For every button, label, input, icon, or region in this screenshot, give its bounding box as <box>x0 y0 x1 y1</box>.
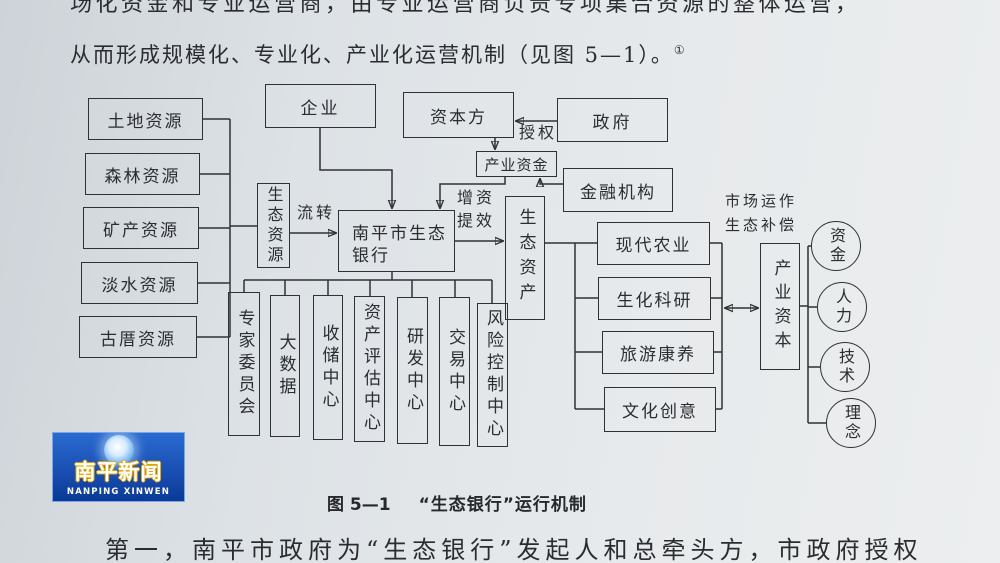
center-box-asset-valuation: 资产评估中心 <box>354 296 385 442</box>
logo-name: 南平新闻 <box>74 460 163 484</box>
government-label: 政府 <box>592 112 633 133</box>
paragraph-line-cut-top: 场化资金和专业运营商，由专业运营商负责专项集合资源的整体运营， <box>70 0 861 17</box>
factor-label: 理念 <box>842 404 861 442</box>
fund-to-bank-arrow <box>440 177 506 208</box>
center-label: 专家委员会 <box>234 309 255 419</box>
footnote-marker: ① <box>673 43 685 57</box>
factor-label: 人力 <box>833 288 852 326</box>
center-label: 资产评估中心 <box>360 303 380 435</box>
center-label: 研发中心 <box>403 326 423 415</box>
eco-bank-box: 南平市生态银行 <box>338 210 455 272</box>
eco-assets-label: 生态资产 <box>515 208 536 308</box>
eco-resources-label: 生态资源 <box>264 185 284 266</box>
center-box-expert-committee: 专家委员会 <box>228 292 260 436</box>
paragraph-line-text: 从而形成规模化、专业化、产业化运营机制（见图 5—1）。 <box>70 43 674 67</box>
financial-institution-label: 金融机构 <box>580 182 656 203</box>
enterprise-to-bank-arrow <box>319 128 392 208</box>
center-box-big-data: 大数据 <box>270 295 300 437</box>
flow-label: 流转 <box>297 203 336 222</box>
center-label: 收储中心 <box>318 323 339 412</box>
financial-institution-box: 金融机构 <box>563 168 673 212</box>
industry-label: 旅游康养 <box>620 345 696 365</box>
factor-circle-fund: 资金 <box>811 221 861 271</box>
figure-title: “生态银行”运行机制 <box>418 495 587 515</box>
center-box-trade: 交易中心 <box>439 297 470 446</box>
industry-fund-box: 产业资金 <box>476 151 557 177</box>
news-logo: 南平新闻 NANPING XINWEN <box>52 432 185 502</box>
enterprise-box: 企业 <box>265 84 376 128</box>
government-box: 政府 <box>557 98 668 142</box>
resource-box-water: 淡水资源 <box>81 262 198 304</box>
resource-label: 土地资源 <box>107 111 184 132</box>
resource-box-land: 土地资源 <box>88 98 203 140</box>
resource-box-mineral: 矿产资源 <box>83 207 199 249</box>
eco-assets-box: 生态资产 <box>505 196 545 320</box>
industry-box-biotech: 生化科研 <box>598 277 711 320</box>
finance-to-fund-arrow <box>540 179 563 184</box>
eco-resources-box: 生态资源 <box>257 183 290 268</box>
industry-box-tourism: 旅游康养 <box>602 331 714 374</box>
resource-label: 淡水资源 <box>101 275 178 296</box>
eco-bank-label: 南平市生态银行 <box>352 224 447 266</box>
eco-compensation-label: 生态补偿 <box>725 216 798 234</box>
industry-label: 现代农业 <box>615 236 692 256</box>
center-box-risk-control: 风险控制中心 <box>477 303 508 447</box>
industry-fund-label: 产业资金 <box>484 155 549 174</box>
resource-box-forest: 森林资源 <box>85 153 200 195</box>
factor-label: 资金 <box>827 227 846 265</box>
figure-caption: 图 5—1 “生态银行”运行机制 <box>327 494 587 516</box>
figure-label: 图 5—1 <box>327 495 391 515</box>
authorize-label: 授权 <box>519 123 558 142</box>
resource-box-old-house: 古厝资源 <box>79 316 197 358</box>
paragraph-line: 从而形成规模化、专业化、产业化运营机制（见图 5—1）。① <box>70 37 685 68</box>
industry-label: 文化创意 <box>622 402 698 422</box>
factor-label: 技术 <box>836 348 855 386</box>
industry-box-modern-agriculture: 现代农业 <box>597 222 710 265</box>
center-label: 风险控制中心 <box>483 309 503 441</box>
factor-circle-idea: 理念 <box>826 398 876 448</box>
logo-pinyin: NANPING XINWEN <box>66 487 171 497</box>
paragraph-line-cut-bottom: 第一，南平市政府为“生态银行”发起人和总牵头方，市政府授权 <box>105 536 923 563</box>
globe-icon <box>104 435 134 465</box>
enterprise-label: 企业 <box>300 98 341 119</box>
industry-capital-label: 产业资本 <box>770 258 791 355</box>
resource-label: 森林资源 <box>104 166 181 187</box>
industry-capital-box: 产业资本 <box>760 243 800 370</box>
factor-circle-tech: 技术 <box>820 342 870 392</box>
center-box-storage: 收储中心 <box>313 295 343 440</box>
center-label: 交易中心 <box>445 327 465 416</box>
factor-circle-labor: 人力 <box>817 282 867 332</box>
capital-side-box: 资本方 <box>403 92 514 138</box>
market-operation-label: 市场运作 <box>725 192 798 210</box>
resource-label: 古厝资源 <box>100 329 176 350</box>
industry-label: 生化科研 <box>616 291 693 311</box>
industry-box-culture: 文化创意 <box>604 387 716 432</box>
capital-side-label: 资本方 <box>430 107 487 128</box>
center-label: 大数据 <box>275 333 296 399</box>
capital-increase-label-2: 提效 <box>457 211 496 230</box>
center-box-rnd: 研发中心 <box>397 297 428 444</box>
resource-label: 矿产资源 <box>103 220 179 241</box>
capital-increase-label-1: 增资 <box>457 188 496 207</box>
